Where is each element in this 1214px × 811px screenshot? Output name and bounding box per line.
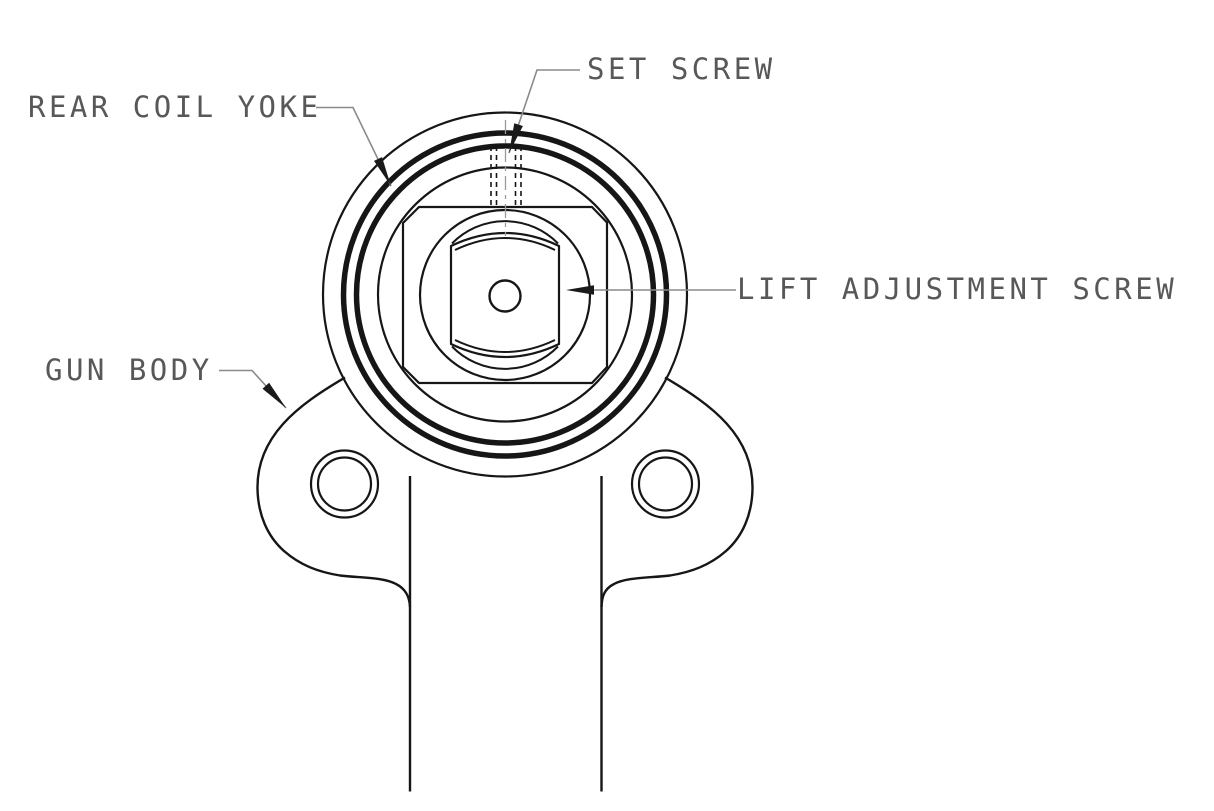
screw-flat-bottom-inner-line	[454, 339, 556, 353]
arrowhead-icon	[262, 382, 286, 408]
leader-line-gun-body	[219, 369, 287, 409]
arrowhead-icon	[509, 123, 523, 153]
screw-chamfer-arc-top	[451, 220, 559, 245]
ear-hole-right-inner	[637, 456, 694, 512]
screw-flat-top-inner-line	[454, 237, 556, 251]
ear-hole-left-inner	[316, 456, 373, 512]
label-lift-adjustment-screw: LIFT ADJUSTMENT SCREW	[737, 272, 1178, 306]
screw-flats-outline	[449, 232, 561, 358]
gun-body-outline-left	[256, 376, 412, 608]
screw-center-hole	[488, 279, 522, 313]
arrowhead-icon	[374, 157, 391, 186]
gun-body-outline-right	[600, 376, 754, 608]
window-octagon	[401, 205, 609, 385]
set-screw-hidden-lines	[490, 146, 522, 208]
boss-outer-circle	[321, 111, 689, 478]
ear-hole-right-outer	[630, 449, 701, 519]
leader-line-rear-coil-yoke	[316, 106, 392, 187]
ear-hole-left-outer	[309, 449, 380, 519]
label-gun-body: GUN BODY	[45, 353, 213, 387]
arrowhead-icon	[566, 285, 594, 295]
label-set-screw: SET SCREW	[587, 52, 776, 86]
screw-chamfer-arc-bottom	[451, 345, 559, 370]
label-rear-coil-yoke: REAR COIL YOKE	[28, 90, 322, 124]
yoke-ring-inner	[353, 143, 657, 446]
